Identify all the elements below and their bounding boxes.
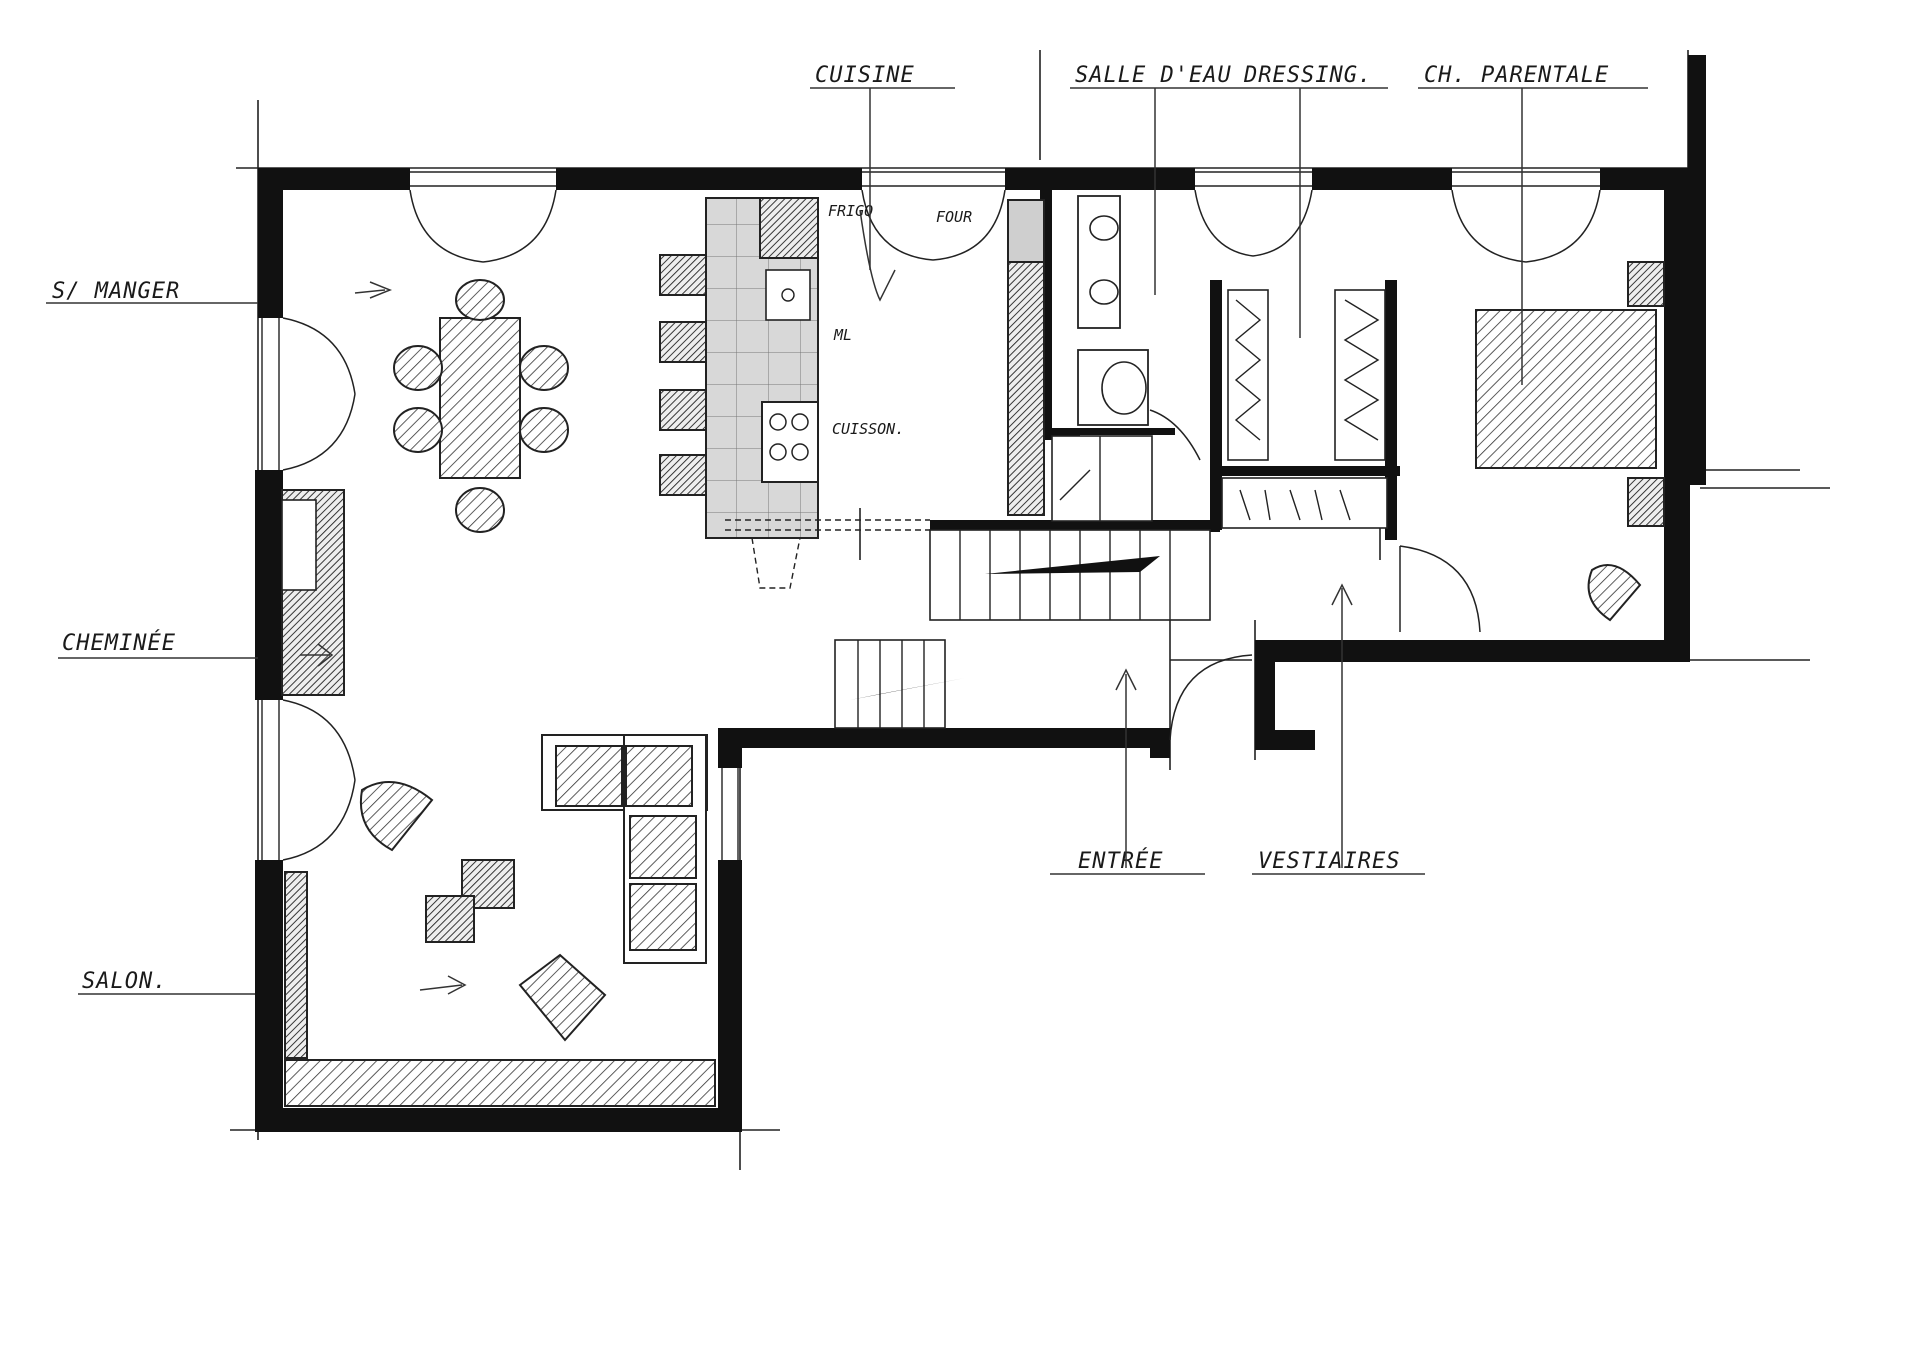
label-ch-parentale: CH. PARENTALE — [1424, 63, 1609, 88]
kitchen: FRIGO FOUR ML CUISSON. — [659, 197, 1045, 589]
walls — [255, 55, 1706, 1132]
room-labels: CUISINE SALLE D'EAU DRESSING. CH. PARENT… — [46, 63, 1648, 995]
label-s-manger: S/ MANGER — [52, 279, 180, 304]
salle-deau — [1051, 195, 1153, 522]
stairs — [834, 529, 1211, 729]
label-cheminee: CHEMINÉE — [62, 630, 176, 656]
label-vestiaires: VESTIAIRES — [1258, 849, 1400, 874]
salon-area — [284, 734, 716, 1107]
dining-area — [354, 279, 569, 533]
four-label: FOUR — [936, 208, 972, 226]
frigo-label: FRIGO — [828, 202, 873, 220]
door-swings — [282, 189, 1601, 861]
cuisson-label: CUISSON. — [832, 420, 904, 438]
label-salle-deau: SALLE D'EAU — [1075, 63, 1232, 88]
label-entree: ENTRÉE — [1078, 848, 1163, 874]
ml-label: ML — [833, 326, 852, 344]
windows — [261, 171, 1600, 860]
ch-parentale — [1475, 261, 1665, 622]
label-cuisine: CUISINE — [815, 63, 915, 88]
fireplace — [281, 489, 345, 696]
label-dressing: DRESSING. — [1243, 63, 1372, 88]
dressing — [1221, 289, 1388, 529]
label-salon: SALON. — [82, 969, 167, 994]
